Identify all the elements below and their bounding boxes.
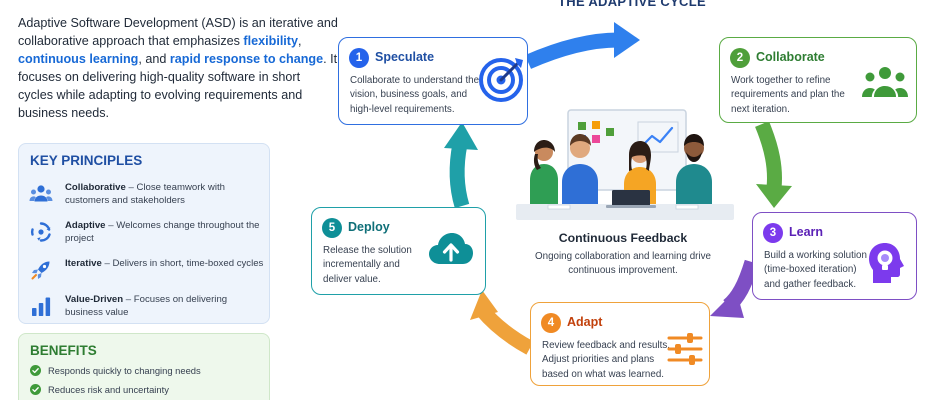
- team-meeting-illustration: [516, 109, 734, 220]
- step-collaborate: 2 Collaborate Work together to refine re…: [719, 37, 917, 123]
- continuous-feedback-title: Continuous Feedback: [558, 231, 688, 245]
- principle-name: Iterative: [65, 258, 102, 269]
- arrow-head-blue: [614, 22, 640, 58]
- continuous-feedback-description: Ongoing collaboration and learning drive…: [535, 251, 711, 276]
- step-number: 1: [349, 48, 369, 68]
- person: [562, 164, 598, 212]
- key-principles-panel: KEY PRINCIPLES Collaborative – Close tea…: [18, 143, 270, 324]
- arrow-head-teal: [444, 122, 478, 150]
- intro-paragraph: Adaptive Software Development (ASD) is a…: [18, 14, 338, 122]
- intro-text-end: . It focuses on delivering high-quality …: [18, 52, 338, 120]
- cloud-upload-icon: [429, 233, 473, 264]
- intro-highlight-continuous-learning: continuous learning: [18, 52, 139, 66]
- step-number: 5: [322, 218, 342, 238]
- cycle-title: THE ADAPTIVE CYCLE: [558, 0, 706, 9]
- arrow-head-purple: [710, 290, 744, 318]
- arrow-head-orange: [470, 290, 498, 320]
- principle-desc: – Focuses on delivering business value: [65, 294, 228, 318]
- step-adapt: 4 Adapt Review feedback and results. Adj…: [530, 302, 710, 386]
- step-description: Work together to refine requirements and…: [731, 75, 845, 115]
- intro-separator-1: ,: [298, 34, 302, 48]
- principle-desc: – Welcomes change throughout the project: [65, 220, 260, 244]
- sliders-icon: [667, 333, 703, 365]
- target-icon: [479, 58, 523, 102]
- principle-desc: – Close teamwork with customers and stak…: [65, 182, 225, 206]
- step-deploy: 5 Deploy Release the solution incrementa…: [311, 207, 486, 295]
- step-number: 2: [730, 48, 750, 68]
- step-name: Deploy: [348, 220, 390, 234]
- check-circle-icon: [30, 384, 41, 395]
- principle-name: Collaborative: [65, 182, 126, 193]
- key-principles-title: KEY PRINCIPLES: [30, 153, 143, 168]
- cycle-arrows-icon: [30, 222, 51, 242]
- arrow-head-green: [756, 184, 792, 208]
- arrow-deploy-to-speculate: [449, 142, 470, 209]
- arrow-adapt-to-deploy: [476, 305, 534, 355]
- intro-highlight-rapid-response: rapid response to change: [169, 52, 324, 66]
- step-name: Speculate: [375, 50, 435, 64]
- people-group-icon: [862, 67, 908, 97]
- step-name: Learn: [789, 225, 824, 239]
- principle-value-driven: Value-Driven – Focuses on delivering bus…: [29, 294, 265, 322]
- step-name: Adapt: [567, 315, 603, 329]
- step-description: Release the solution incrementally and d…: [323, 245, 412, 285]
- step-number: 3: [763, 223, 783, 243]
- laptop-icon: [612, 190, 650, 206]
- benefit-item: Reduces risk and uncertainty: [30, 383, 266, 397]
- principle-desc: – Delivers in short, time-boxed cycles: [101, 258, 264, 269]
- step-description: Collaborate to understand the vision, bu…: [350, 75, 480, 115]
- principle-collaborative: Collaborative – Close teamwork with cust…: [29, 182, 265, 210]
- check-circle-icon: [30, 365, 41, 376]
- team-icon: [29, 185, 53, 202]
- step-learn: 3 Learn Build a working solution (time-b…: [752, 212, 917, 300]
- benefits-panel: BENEFITS Responds quickly to changing ne…: [18, 333, 270, 400]
- arrow-collaborate-to-learn: [755, 121, 782, 189]
- principle-iterative: Iterative – Delivers in short, time-boxe…: [29, 258, 265, 286]
- arrow-speculate-to-collaborate: [524, 32, 619, 69]
- step-description: Build a working solution (time-boxed ite…: [764, 250, 867, 290]
- benefit-item: Responds quickly to changing needs: [30, 364, 266, 378]
- benefits-title: BENEFITS: [30, 343, 97, 358]
- principle-name: Adaptive: [65, 220, 106, 231]
- benefit-text: Responds quickly to changing needs: [48, 365, 201, 376]
- benefit-text: Reduces risk and uncertainty: [48, 384, 169, 395]
- step-speculate: 1 Speculate Collaborate to understand th…: [338, 37, 528, 125]
- intro-text-start: Adaptive Software Development (ASD) is a…: [18, 16, 338, 48]
- step-name: Collaborate: [756, 50, 825, 64]
- rocket-icon: [31, 261, 50, 280]
- head-lightbulb-icon: [869, 243, 904, 283]
- person: [530, 164, 558, 212]
- intro-highlight-flexibility: flexibility: [243, 34, 299, 48]
- step-description: Review feedback and results. Adjust prio…: [542, 340, 670, 380]
- principle-name: Value-Driven: [65, 294, 124, 305]
- step-number: 4: [541, 313, 561, 333]
- intro-separator-2: , and: [138, 52, 170, 66]
- bar-chart-icon: [32, 297, 51, 316]
- principle-adaptive: Adaptive – Welcomes change throughout th…: [29, 220, 265, 248]
- person: [676, 164, 712, 212]
